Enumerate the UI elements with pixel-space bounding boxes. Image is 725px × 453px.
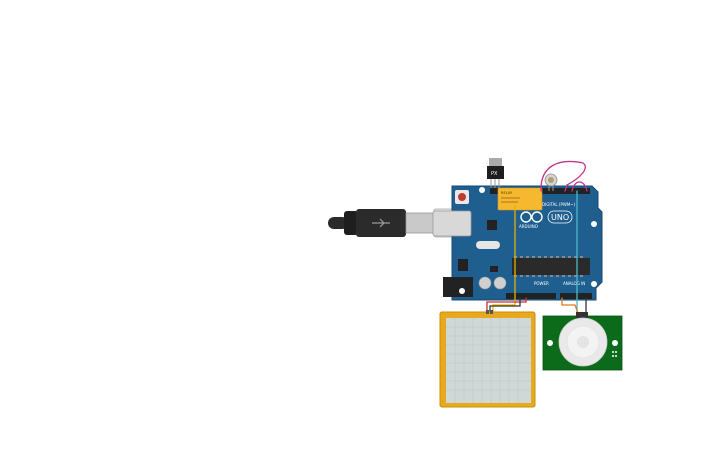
transistor[interactable]: PX (487, 158, 504, 188)
pir-sensor[interactable] (542, 312, 623, 371)
transistor-label: PX (491, 171, 498, 177)
mounting-hole (547, 340, 553, 346)
photoresistor[interactable] (544, 173, 558, 191)
wires[interactable] (486, 160, 588, 319)
capacitor (493, 276, 507, 290)
atmega-chip (512, 258, 590, 275)
arduino-logo: UNO ARDUINO (519, 210, 573, 229)
brand-label: ARDUINO (519, 224, 538, 229)
wire-yellow[interactable] (492, 205, 516, 313)
capacitor (478, 276, 492, 290)
digital-header-label: DIGITAL (PWM~) (542, 202, 576, 207)
relay-label: RELAY (501, 191, 513, 195)
power-header[interactable] (506, 293, 556, 299)
usb-icon (372, 218, 390, 228)
relay[interactable]: RELAY (497, 187, 543, 211)
board-model-label: UNO (551, 213, 569, 222)
crystal (476, 241, 500, 249)
wire-magenta-2[interactable] (571, 181, 588, 192)
analog-header[interactable] (560, 293, 592, 299)
arduino-uno-board[interactable]: DIGITAL (PWM~) UNO ARDUINO POWER ANALOG … (432, 185, 603, 301)
usb-b-port (432, 210, 472, 237)
mounting-hole (612, 340, 618, 346)
wire-orange[interactable] (561, 297, 581, 319)
analog-header-label: ANALOG IN (563, 281, 585, 286)
wire-black[interactable] (489, 297, 521, 313)
power-header-label: POWER (534, 281, 549, 286)
wire-magenta[interactable] (540, 160, 586, 192)
breadboard-module[interactable] (439, 310, 536, 408)
power-jack (443, 277, 473, 297)
wire-red[interactable] (486, 297, 527, 313)
